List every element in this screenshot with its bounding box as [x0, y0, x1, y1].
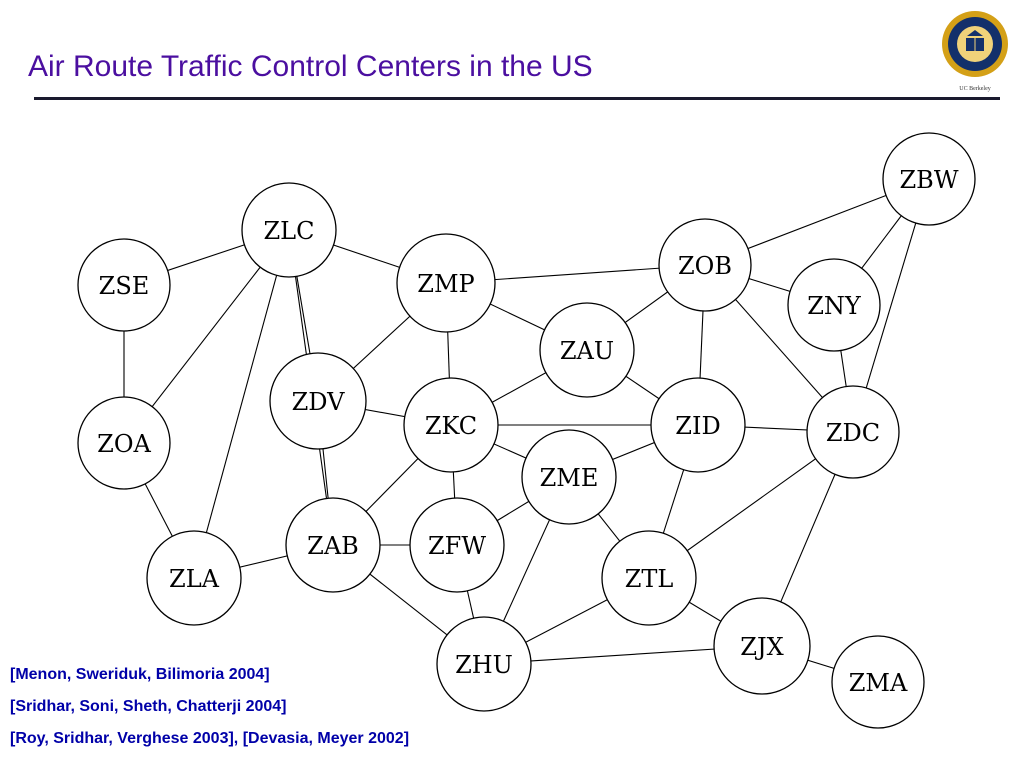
node-circle: [601, 530, 697, 626]
node-circle: [787, 258, 881, 352]
node-label: ZFW: [428, 532, 486, 560]
node-circle: [285, 497, 381, 593]
node-circle: [403, 377, 499, 473]
node-zbw: ZBW: [882, 132, 976, 226]
node-circle: [658, 218, 752, 312]
node-label: ZAB: [307, 532, 359, 560]
node-label: ZTL: [625, 565, 674, 593]
node-circle: [831, 635, 925, 729]
slide-title: Air Route Traffic Control Centers in the…: [28, 50, 593, 83]
node-circle: [713, 597, 811, 695]
node-zkc: ZKC: [403, 377, 499, 473]
references: [Menon, Sweriduk, Bilimoria 2004] [Sridh…: [10, 664, 409, 760]
node-label: ZHU: [455, 651, 513, 679]
node-label: ZSE: [99, 272, 150, 300]
node-label: ZDV: [292, 388, 345, 416]
node-label: ZLC: [264, 217, 315, 245]
node-label: ZNY: [807, 292, 862, 320]
node-label: ZME: [540, 464, 599, 492]
node-zid: ZID: [650, 377, 746, 473]
node-circle: [521, 429, 617, 525]
node-label: ZOB: [678, 252, 732, 280]
node-zmp: ZMP: [396, 233, 496, 333]
node-label: ZJX: [740, 633, 783, 661]
node-label: ZMA: [849, 669, 908, 697]
node-zhu: ZHU: [436, 616, 532, 712]
reference-line: [Sridhar, Soni, Sheth, Chatterji 2004]: [10, 698, 287, 715]
reference-line: [Menon, Sweriduk, Bilimoria 2004]: [10, 666, 270, 683]
node-circle: [396, 233, 496, 333]
node-circle: [436, 616, 532, 712]
node-circle: [241, 182, 337, 278]
node-ztl: ZTL: [601, 530, 697, 626]
node-zdc: ZDC: [806, 385, 900, 479]
node-circle: [806, 385, 900, 479]
node-label: ZMP: [417, 270, 474, 298]
node-circle: [409, 497, 505, 593]
node-zla: ZLA: [146, 530, 242, 626]
node-circle: [882, 132, 976, 226]
node-zse: ZSE: [77, 238, 171, 332]
node-layer: ZBW ZLC ZSE ZMP ZOB ZNY ZAU ZDV ZKC ZID ZDC ZOA ZME Z…: [77, 132, 976, 729]
node-zoa: ZOA: [77, 396, 171, 490]
node-circle: [146, 530, 242, 626]
node-zny: ZNY: [787, 258, 881, 352]
node-zfw: ZFW: [409, 497, 505, 593]
node-label: ZID: [675, 412, 720, 440]
title-divider: [34, 97, 1000, 100]
node-circle: [269, 352, 367, 450]
node-zme: ZME: [521, 429, 617, 525]
node-label: ZBW: [900, 166, 959, 194]
node-zdv: ZDV: [269, 352, 367, 450]
node-label: ZLA: [169, 565, 220, 593]
edge-zlc-zla: [193, 229, 290, 579]
reference-line: [Roy, Sridhar, Verghese 2003], [Devasia,…: [10, 730, 410, 747]
node-zlc: ZLC: [241, 182, 337, 278]
node-label: ZAU: [560, 337, 614, 365]
node-circle: [650, 377, 746, 473]
node-circle: [539, 302, 635, 398]
node-zjx: ZJX: [713, 597, 811, 695]
node-zma: ZMA: [831, 635, 925, 729]
node-circle: [77, 238, 171, 332]
logo-caption: UC Berkeley: [959, 86, 991, 92]
node-zab: ZAB: [285, 497, 381, 593]
node-label: ZDC: [826, 419, 880, 447]
uc-seal-logo: UC Berkeley: [942, 11, 1008, 92]
node-label: ZKC: [425, 412, 477, 440]
node-zob: ZOB: [658, 218, 752, 312]
node-circle: [77, 396, 171, 490]
node-zau: ZAU: [539, 302, 635, 398]
node-label: ZOA: [97, 430, 151, 458]
